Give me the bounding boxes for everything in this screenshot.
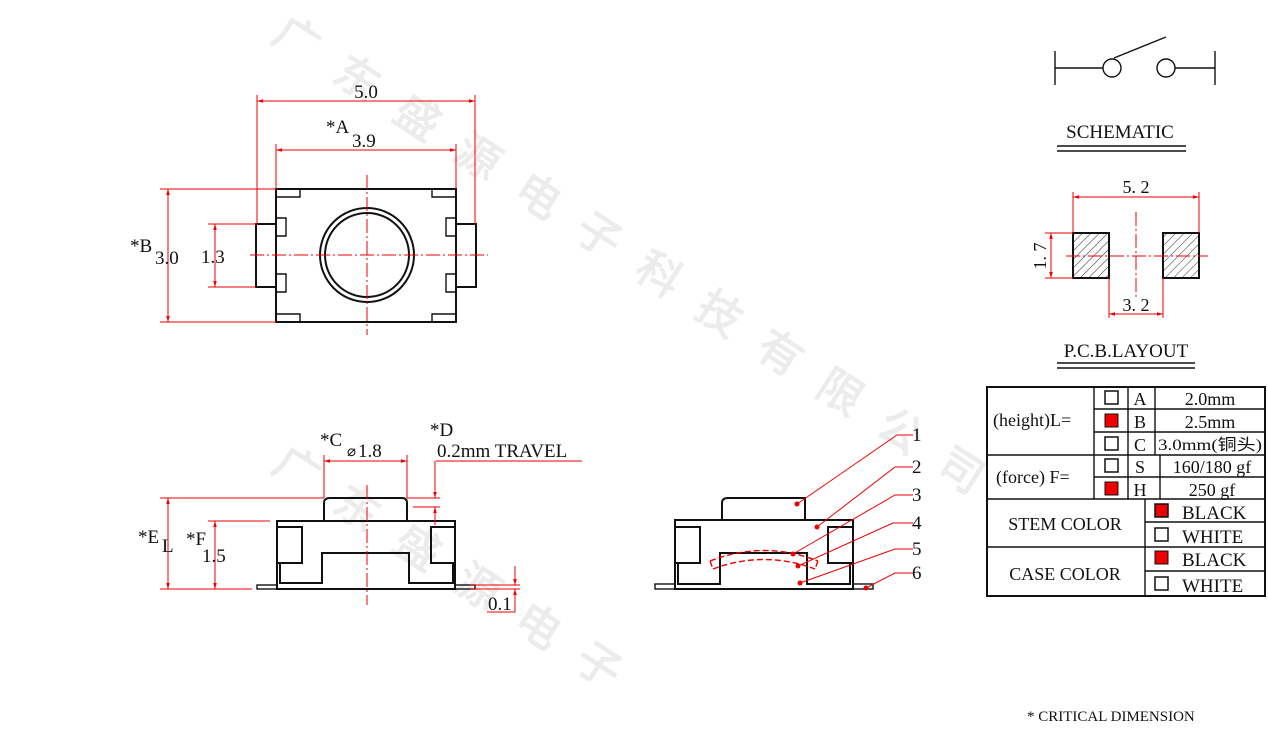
case-color-black[interactable]: BLACK xyxy=(1154,550,1247,571)
checkbox-icon[interactable] xyxy=(1154,576,1169,591)
height-option-b[interactable]: B 2.5mm xyxy=(1104,412,1236,432)
dim-overall-width: 5.0 xyxy=(354,82,378,103)
dim-f-label: *F xyxy=(186,529,206,550)
svg-text:WHITE: WHITE xyxy=(1182,576,1243,597)
top-view: 5.0 *A 3.9 *B 3.0 1.3 xyxy=(130,82,488,335)
callout-6: 6 xyxy=(912,563,922,584)
pcb-layout: 5. 2 3. 2 1. 7 P.C.B.LAYOUT xyxy=(1030,177,1208,369)
dim-flange: 0.1 xyxy=(488,594,512,615)
svg-text:250 gf: 250 gf xyxy=(1189,480,1236,500)
checkbox-icon[interactable] xyxy=(1154,527,1169,542)
checkbox-checked-icon[interactable] xyxy=(1104,413,1119,428)
dim-d-value: 0.2mm TRAVEL xyxy=(437,441,567,462)
stem-color-label: STEM COLOR xyxy=(1008,514,1122,534)
checkbox-icon[interactable] xyxy=(1104,390,1119,405)
callout-5: 5 xyxy=(912,539,922,560)
svg-text:3.0mm(铜头): 3.0mm(铜头) xyxy=(1158,436,1262,454)
pcb-dim-gap: 3. 2 xyxy=(1123,295,1150,315)
dim-terminal: 1.3 xyxy=(201,247,225,268)
dim-e-sub: L xyxy=(162,536,174,557)
svg-text:H: H xyxy=(1134,480,1147,500)
dim-c-value: 1.8 xyxy=(358,441,382,462)
dim-a-label: *A xyxy=(326,117,350,138)
svg-text:2.0mm: 2.0mm xyxy=(1185,389,1236,409)
dim-b-value: 3.0 xyxy=(155,248,179,269)
force-label: (force) F= xyxy=(996,467,1070,488)
spec-table: (height)L= (force) F= STEM COLOR CASE CO… xyxy=(986,386,1266,597)
callout-2: 2 xyxy=(912,457,922,478)
checkbox-checked-icon[interactable] xyxy=(1154,550,1169,565)
schematic: SCHEMATIC xyxy=(1054,36,1216,152)
pcb-dim-width: 5. 2 xyxy=(1123,177,1150,197)
stem-color-black[interactable]: BLACK xyxy=(1154,503,1247,524)
checkbox-icon[interactable] xyxy=(1104,458,1119,473)
svg-text:BLACK: BLACK xyxy=(1182,503,1247,524)
height-option-c[interactable]: C 3.0mm(铜头) xyxy=(1104,435,1262,455)
svg-text:C: C xyxy=(1134,435,1146,455)
callout-1: 1 xyxy=(912,425,922,446)
stem-color-white[interactable]: WHITE xyxy=(1154,527,1243,548)
dim-e-label: *E xyxy=(138,527,159,548)
svg-text:WHITE: WHITE xyxy=(1182,527,1243,548)
dim-b-label: *B xyxy=(130,236,152,257)
exploded-view: 1 2 3 4 5 6 xyxy=(654,425,922,591)
watermark: 广东盛源电子科技有限公司 广东盛源电子 xyxy=(264,6,1016,714)
dim-c-symbol: ⌀ xyxy=(347,444,356,460)
svg-text:160/180 gf: 160/180 gf xyxy=(1173,457,1252,477)
callout-4: 4 xyxy=(912,513,922,534)
dim-d-label: *D xyxy=(430,420,453,441)
callout-leaders xyxy=(790,434,913,591)
height-label: (height)L= xyxy=(993,410,1071,431)
footnote: * CRITICAL DIMENSION xyxy=(1027,709,1195,725)
checkbox-checked-icon[interactable] xyxy=(1154,503,1169,518)
case-color-white[interactable]: WHITE xyxy=(1154,576,1243,597)
height-option-a[interactable]: A 2.0mm xyxy=(1104,389,1236,409)
dim-f-value: 1.5 xyxy=(202,546,226,567)
force-option-h[interactable]: H 250 gf xyxy=(1104,480,1236,500)
svg-text:2.5mm: 2.5mm xyxy=(1185,412,1236,432)
svg-text:S: S xyxy=(1135,457,1145,477)
side-view: *C ⌀ 1.8 *D 0.2mm TRAVEL *E L *F 1.5 0.1 xyxy=(138,420,582,615)
pcb-layout-title: P.C.B.LAYOUT xyxy=(1064,341,1189,362)
schematic-title: SCHEMATIC xyxy=(1066,122,1174,143)
pcb-dim-height: 1. 7 xyxy=(1030,243,1050,270)
svg-text:BLACK: BLACK xyxy=(1182,550,1247,571)
force-option-s[interactable]: S 160/180 gf xyxy=(1104,457,1252,477)
svg-text:A: A xyxy=(1134,389,1147,409)
checkbox-icon[interactable] xyxy=(1104,436,1119,451)
case-color-label: CASE COLOR xyxy=(1009,564,1121,584)
dim-c-label: *C xyxy=(320,430,342,451)
checkbox-checked-icon[interactable] xyxy=(1104,481,1119,496)
svg-text:B: B xyxy=(1134,412,1146,432)
callout-3: 3 xyxy=(912,485,922,506)
dim-a-value: 3.9 xyxy=(352,131,376,152)
